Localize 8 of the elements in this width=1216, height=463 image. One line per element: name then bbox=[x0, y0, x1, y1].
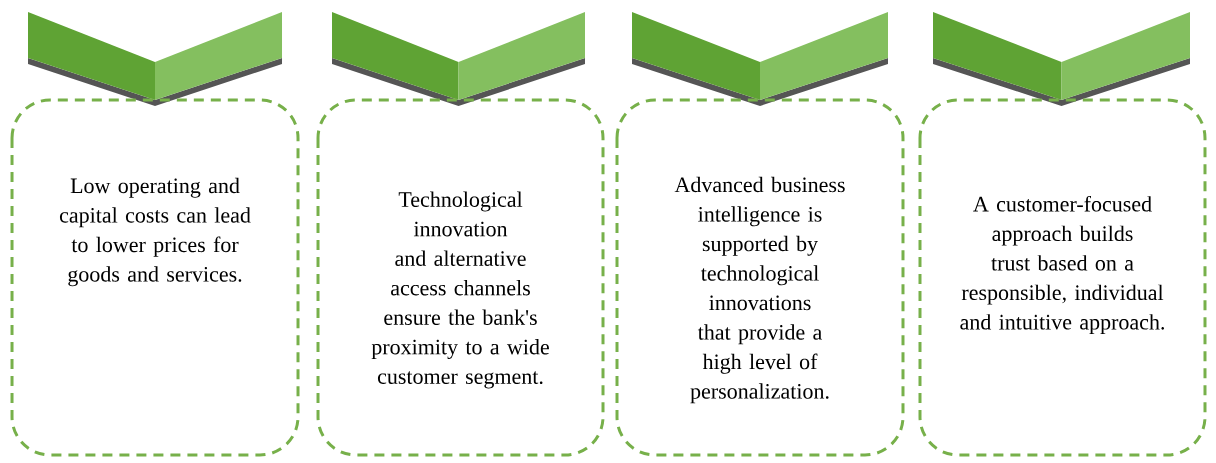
chevron bbox=[933, 12, 1190, 106]
dashed-box: Low operating and capital costs can lead to lower prices for goods and services. bbox=[10, 98, 300, 457]
chevron bbox=[28, 12, 282, 106]
chevron bbox=[332, 12, 585, 106]
dashed-box: Advanced business intelligence is supported by technological innovations that provide a high level of personalization. bbox=[615, 98, 905, 457]
dashed-box: A customer-focused approach builds trust based on a responsible, individual and intuitive approach. bbox=[918, 98, 1207, 457]
chevron bbox=[632, 12, 888, 106]
dashed-box: Technological innovation and alternative access channels ensure the bank's proximity to a wide customer segment. bbox=[316, 98, 605, 457]
